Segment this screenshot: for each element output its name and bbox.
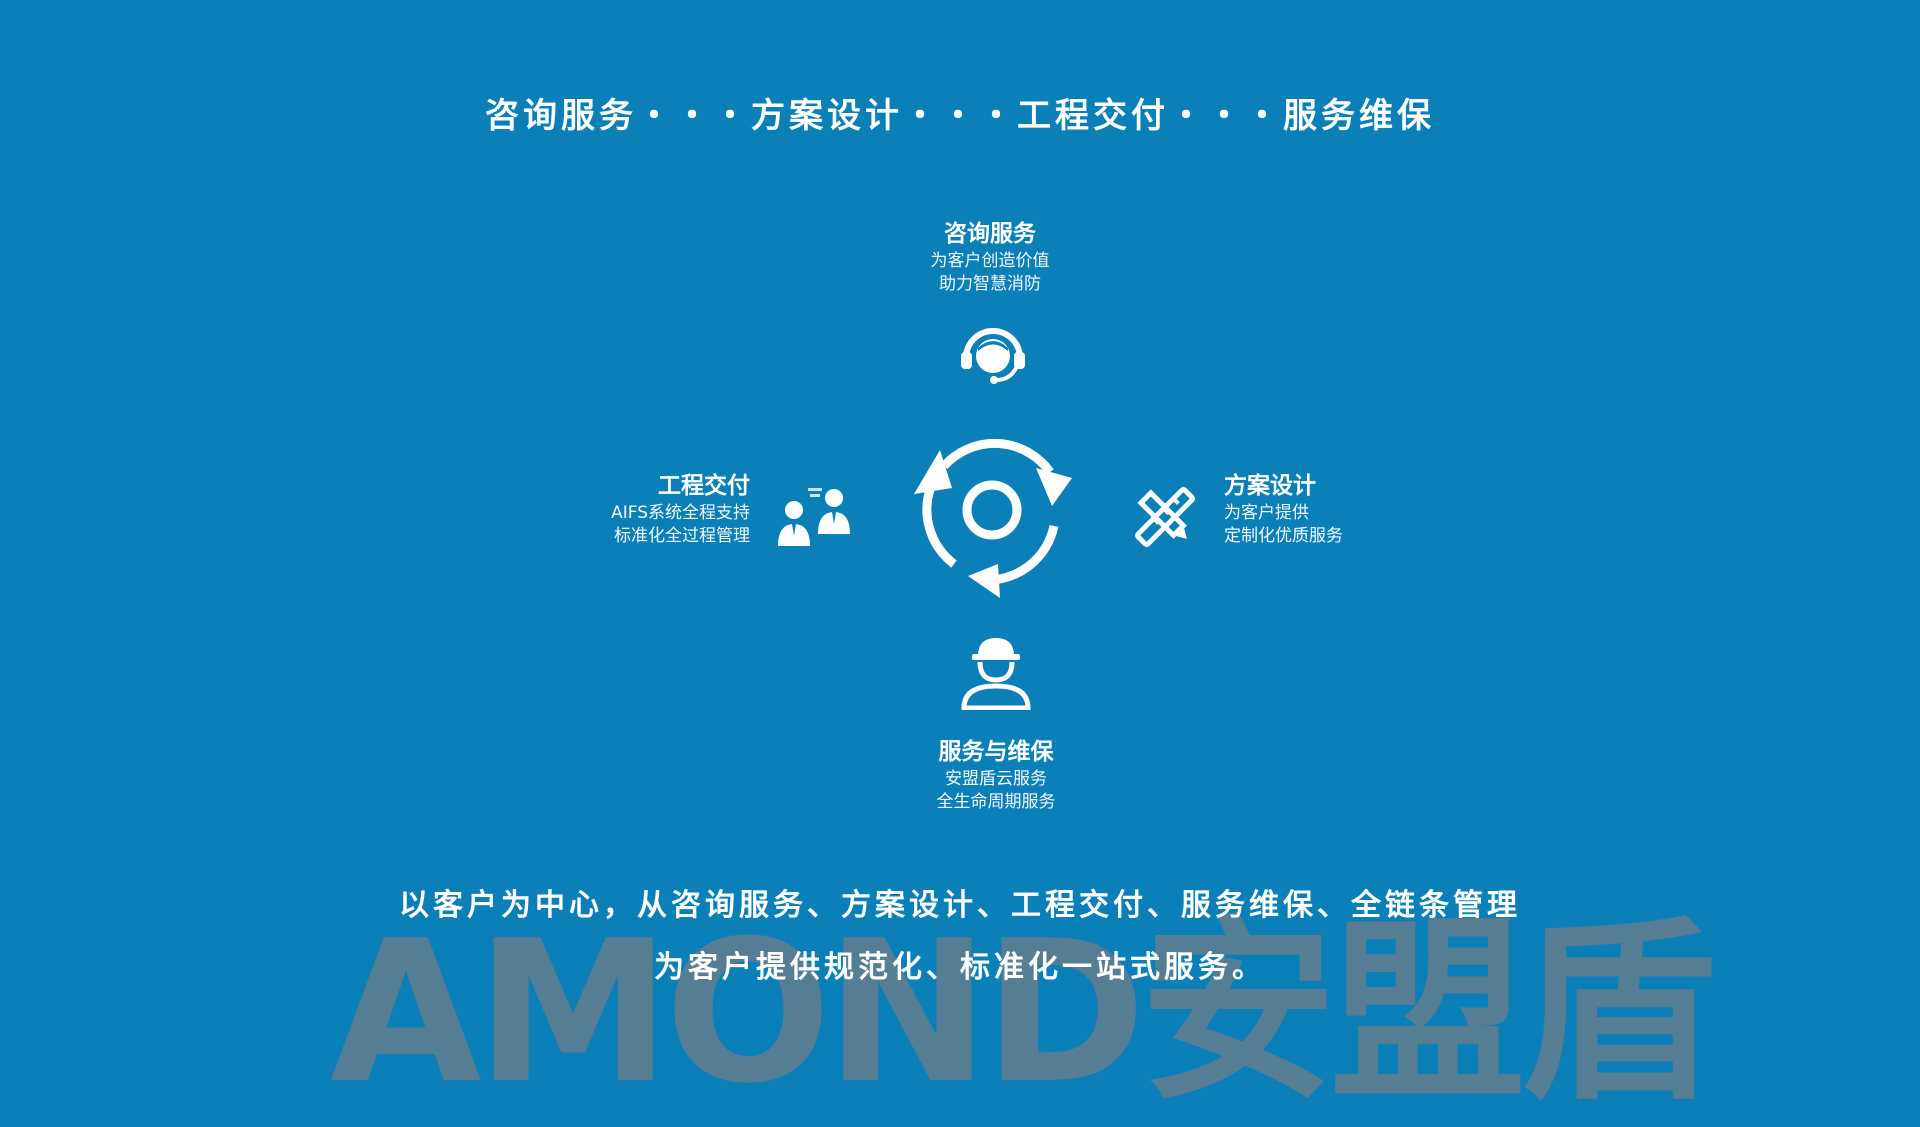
worker-helmet-icon (961, 638, 1031, 710)
consult-title: 咨询服务 (944, 221, 1036, 247)
brand-watermark: AMOND安盟盾 (330, 899, 1716, 1127)
team-meeting-icon (778, 488, 850, 546)
design-block: 方案设计 为客户提供 定制化优质服务 (1224, 470, 1464, 548)
maintenance-title: 服务与维保 (938, 739, 1054, 765)
consult-line-1: 为客户创造价值 (930, 251, 1050, 271)
maintenance-line-2: 全生命周期服务 (936, 792, 1056, 812)
pencil-ruler-icon (1135, 487, 1195, 547)
maintenance-line-1: 安盟盾云服务 (945, 769, 1047, 789)
delivery-title: 工程交付 (658, 473, 750, 499)
design-line-2: 定制化优质服务 (1224, 526, 1343, 546)
delivery-line-1: AIFS系统全程支持 (611, 503, 750, 523)
delivery-line-2: 标准化全过程管理 (614, 526, 750, 546)
design-line-1: 为客户提供 (1224, 503, 1309, 523)
slogan-line-2: 为客户提供规范化、标准化一站式服务。 (654, 950, 1266, 985)
page-headline: 咨询服务・・・方案设计・・・工程交付・・・服务维保 (485, 96, 1435, 136)
maintenance-block: 服务与维保 安盟盾云服务 全生命周期服务 (866, 736, 1126, 814)
cycle-arrows-icon (914, 438, 1072, 598)
slogan-line-1: 以客户为中心，从咨询服务、方案设计、工程交付、服务维保、全链条管理 (399, 888, 1521, 923)
design-title: 方案设计 (1224, 473, 1316, 499)
headset-icon (961, 328, 1025, 384)
consult-block: 咨询服务 为客户创造价值 助力智慧消防 (860, 218, 1120, 296)
delivery-block: 工程交付 AIFS系统全程支持 标准化全过程管理 (540, 470, 750, 548)
consult-line-2: 助力智慧消防 (939, 274, 1041, 294)
